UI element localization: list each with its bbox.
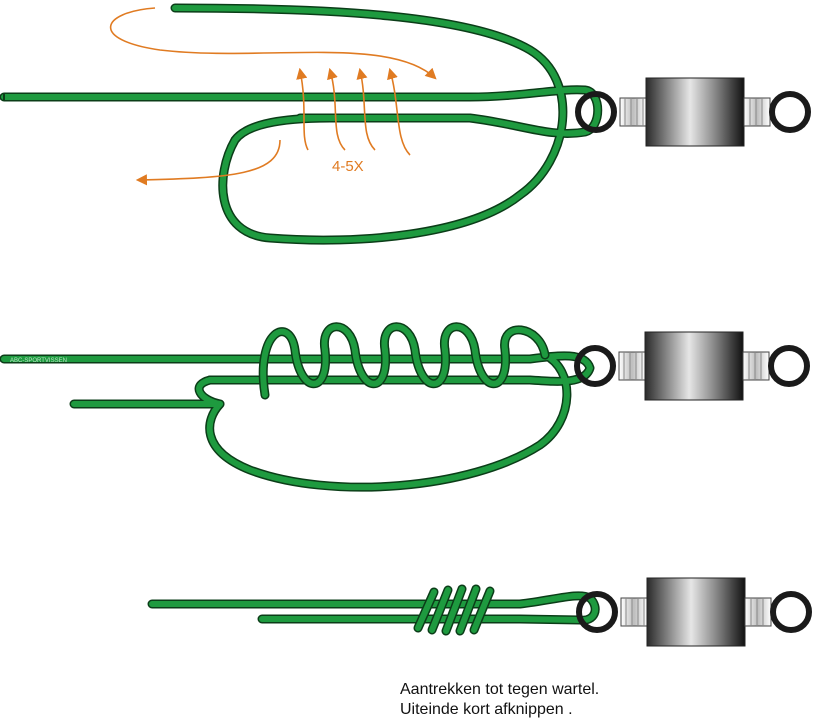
swivel-icon <box>578 78 808 146</box>
swivel-icon <box>579 578 809 646</box>
brand-label: ABC-SPORTVISSEN <box>10 358 67 364</box>
instruction-caption: Aantrekken tot tegen wartel. Uiteinde ko… <box>400 680 800 720</box>
caption-line-1: Aantrekken tot tegen wartel. <box>400 681 600 698</box>
step-3-tightened-knot <box>147 578 809 646</box>
swivel-icon <box>577 332 807 400</box>
caption-line-2: Uiteinde kort afknippen . <box>400 701 573 718</box>
step-2-coils-formed: ABC-SPORTVISSEN <box>0 322 807 492</box>
wrap-count-label: 4-5X <box>332 158 364 175</box>
step-1-wrap-instruction: 4-5X <box>0 3 808 245</box>
